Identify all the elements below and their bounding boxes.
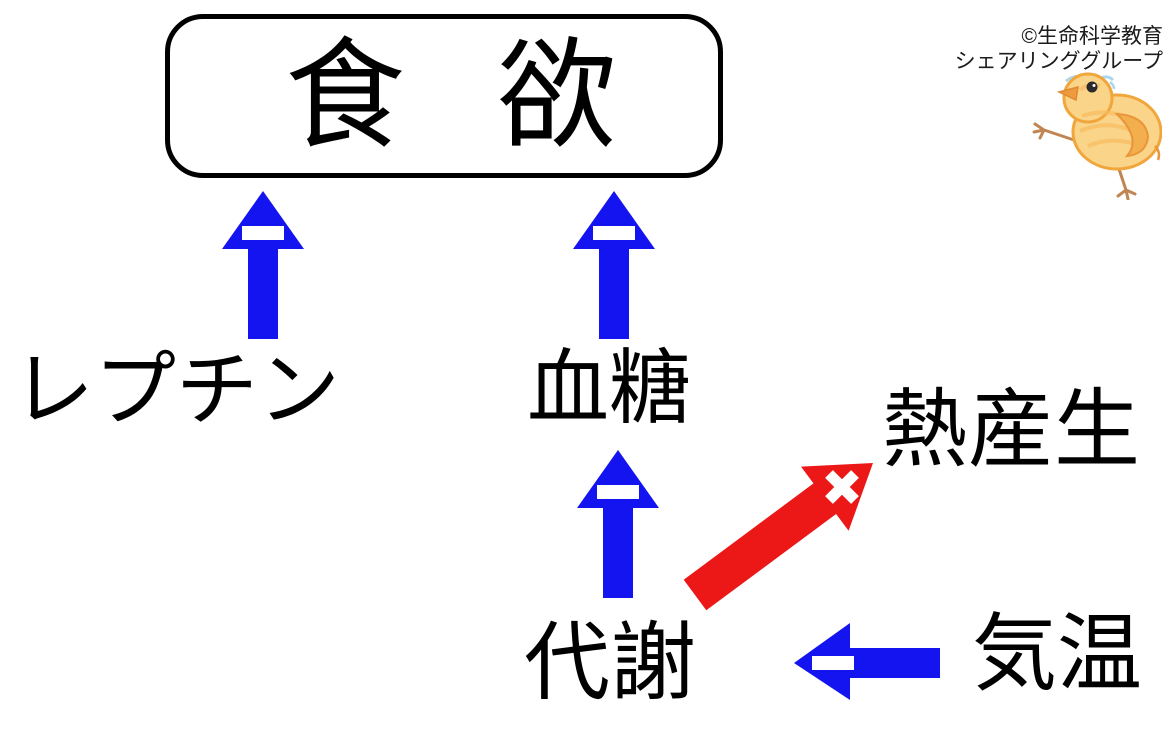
node-leptin: レプチン bbox=[12, 345, 341, 436]
minus-icon bbox=[242, 226, 284, 240]
node-metabolism: 代謝 bbox=[524, 615, 696, 711]
beak bbox=[1056, 85, 1079, 102]
inhibit-arrow-leptin-to-appetite bbox=[222, 191, 304, 339]
minus-icon bbox=[812, 656, 854, 670]
node-blood-sugar: 血糖 bbox=[527, 343, 692, 434]
node-temperature: 気温 bbox=[972, 607, 1143, 702]
node-heat-production: 熱産生 bbox=[882, 382, 1140, 478]
chick-illustration bbox=[1032, 72, 1162, 200]
inhibit-arrow-metabolism-to-bloodsugar bbox=[577, 450, 659, 598]
copyright-line2: シェアリンググループ bbox=[954, 50, 1163, 73]
inhibit-arrow-temperature-to-metabolism bbox=[794, 623, 940, 700]
copyright-line1: ©生命科学教育 bbox=[1021, 25, 1163, 48]
copyright-credit: ©生命科学教育 シェアリンググループ bbox=[955, 24, 1163, 74]
blocked-arrow-metabolism-to-heatproduction bbox=[683, 463, 873, 611]
minus-icon bbox=[597, 485, 639, 499]
appetite-label: 食 欲 bbox=[285, 29, 617, 163]
inhibit-arrow-bloodsugar-to-appetite bbox=[573, 191, 655, 339]
appetite-node-box: 食 欲 bbox=[165, 14, 723, 178]
eye bbox=[1086, 81, 1098, 93]
cross-icon bbox=[825, 470, 859, 504]
minus-icon bbox=[593, 226, 635, 240]
